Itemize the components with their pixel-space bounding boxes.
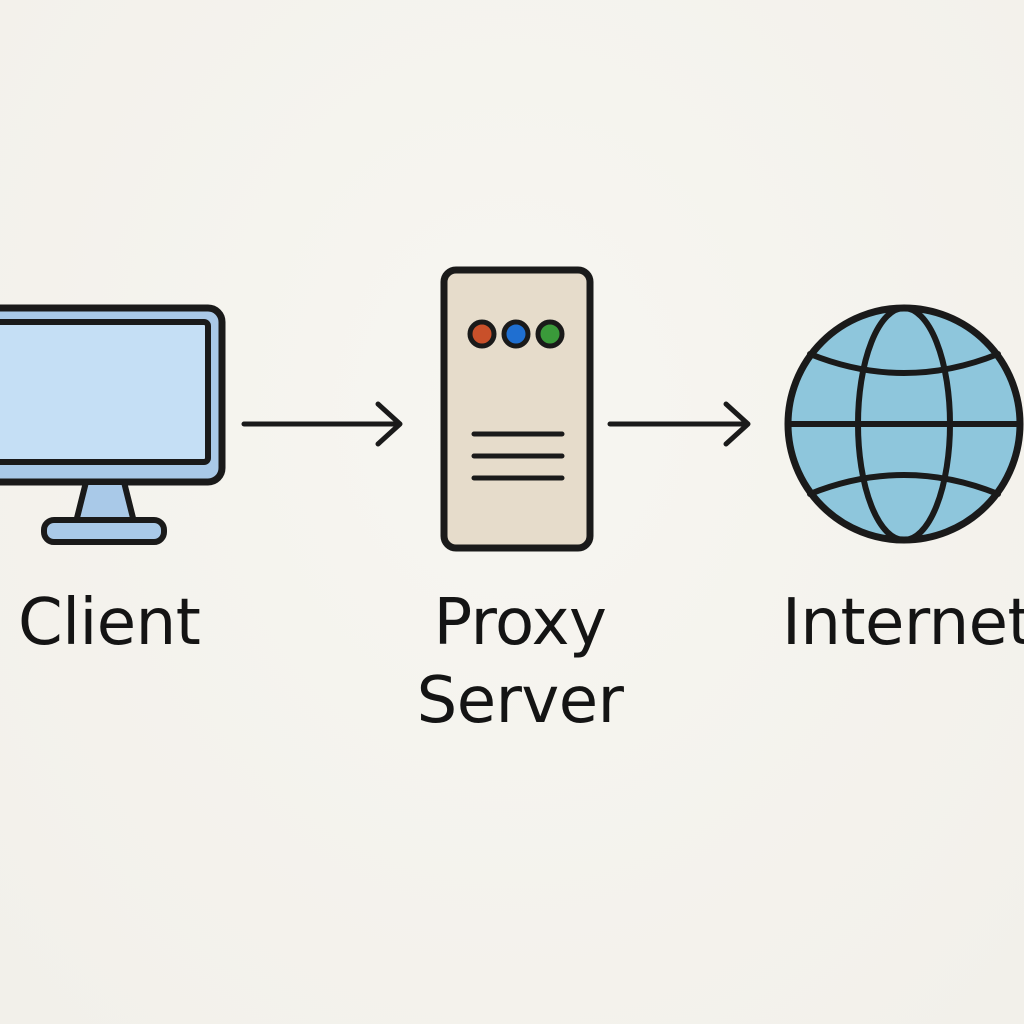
server-led-green <box>535 319 565 349</box>
arrow-proxy-to-internet <box>607 401 751 447</box>
server-body <box>440 266 594 552</box>
server-led-blue <box>501 319 531 349</box>
monitor-screen <box>0 319 211 465</box>
arrow-client-to-proxy <box>241 401 403 447</box>
monitor-stand-base <box>41 517 167 545</box>
internet-label: Internet <box>782 586 1024 660</box>
proxy-label-line1: Proxy <box>433 586 607 660</box>
server-icon <box>440 266 594 552</box>
globe-icon <box>784 304 1024 544</box>
proxy-server-label: Proxy Server <box>415 584 625 740</box>
client-label: Client <box>18 586 201 660</box>
server-led-red <box>467 319 497 349</box>
monitor-stand-neck <box>73 479 137 525</box>
proxy-label-line2: Server <box>416 664 624 738</box>
monitor-icon <box>0 304 226 545</box>
